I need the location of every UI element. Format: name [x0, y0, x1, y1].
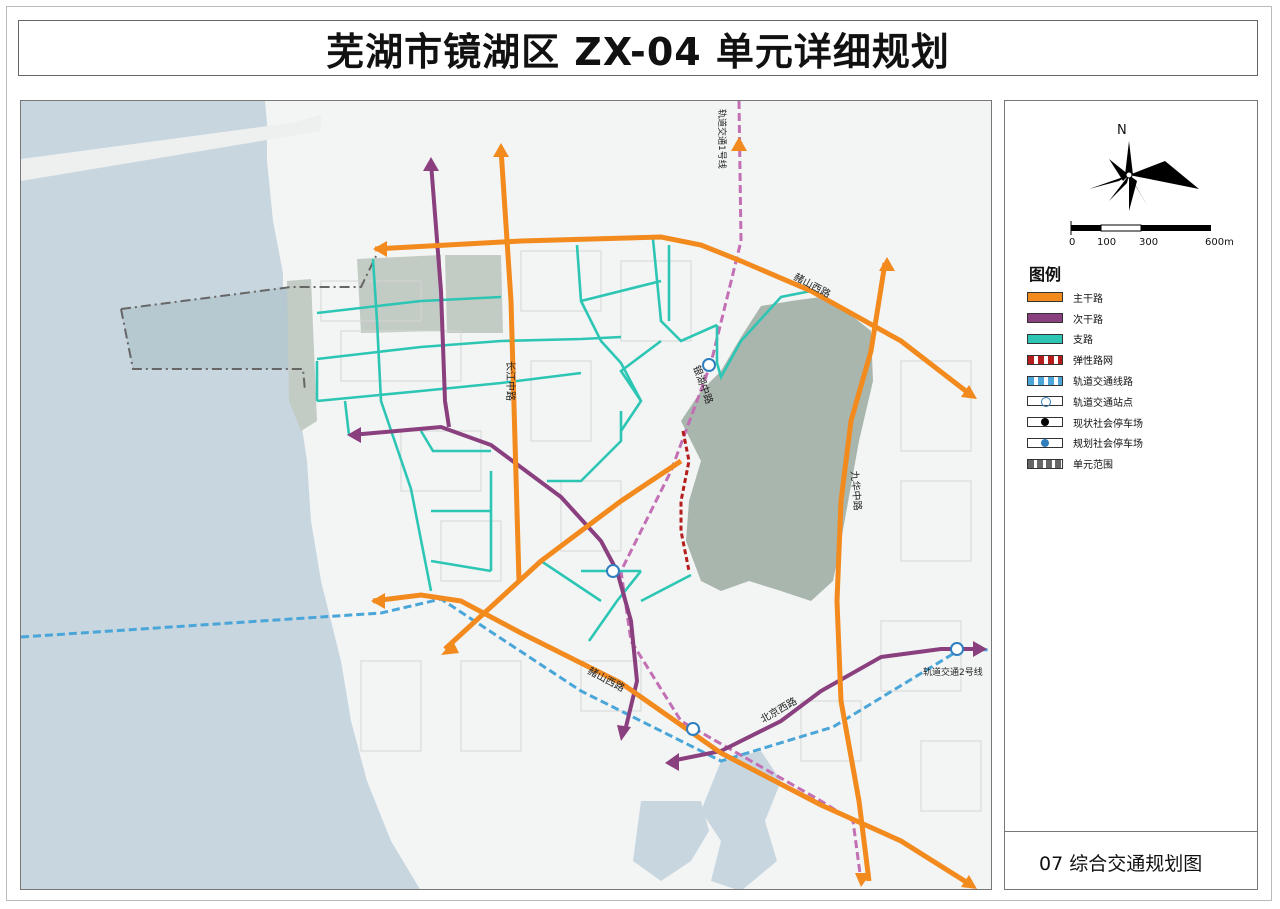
- small-lake-2: [633, 801, 709, 881]
- flexible-road: [679, 430, 691, 572]
- station-icon: [1041, 397, 1051, 408]
- arrow-arterial-n: [493, 143, 509, 157]
- rail-swatch: [1027, 375, 1063, 386]
- station-swatch: [1027, 396, 1063, 408]
- legend-label: 次干路: [1073, 314, 1103, 326]
- parking-planned-swatch: [1027, 437, 1063, 448]
- legend-label: 轨道交通线路: [1073, 377, 1133, 389]
- arrow-arterial-n2: [731, 137, 747, 151]
- sheet-separator: [1005, 831, 1257, 832]
- rail-label-line1: 轨道交通1号线: [716, 109, 728, 169]
- arterial-swatch: [1027, 292, 1063, 303]
- parking-icon: [1041, 438, 1049, 447]
- arterial-roads: [372, 139, 973, 888]
- north-label: N: [1117, 123, 1127, 138]
- legend-label: 规划社会停车场: [1073, 439, 1143, 451]
- scale-labels: 0 100 300 600m: [1065, 237, 1245, 251]
- arrow-arterial-s: [855, 873, 871, 887]
- arrow-arterial-sw: [441, 641, 459, 655]
- legend-item-station: 轨道交通站点: [1027, 391, 1143, 412]
- arrow-arterial-ne: [879, 257, 895, 271]
- sheet-frame: [6, 6, 1272, 901]
- arrow-arterial-w: [373, 241, 387, 257]
- secondary-roads: [350, 162, 981, 763]
- unit-boundary-line: [120, 255, 377, 392]
- legend-list: 主干路 次干路 支路 弹性路网 轨道交通线路 轨道交通站点: [1027, 287, 1143, 474]
- green-strip-3: [445, 255, 503, 333]
- station-icon[interactable]: [686, 722, 700, 736]
- legend-item-secondary: 次干路: [1027, 308, 1143, 329]
- road-label-changjiang: 长江中路: [504, 361, 517, 401]
- rail-stations[interactable]: [606, 358, 964, 736]
- legend-item-arterial: 主干路: [1027, 287, 1143, 308]
- arrow-arterial-se: [961, 875, 977, 889]
- legend-label: 弹性路网: [1073, 356, 1113, 368]
- arrow-secondary-w2: [665, 753, 679, 771]
- branch-swatch: [1027, 333, 1063, 344]
- scale-bar: [1070, 221, 1211, 235]
- arrow-secondary-s: [617, 725, 631, 741]
- legend-item-rail: 轨道交通线路: [1027, 370, 1143, 391]
- small-lake-1: [701, 751, 781, 889]
- legend-label: 现状社会停车场: [1073, 418, 1143, 430]
- legend-item-parking-planned: 规划社会停车场: [1027, 433, 1143, 454]
- sheet-title: 07 综合交通规划图: [1039, 853, 1203, 875]
- rail-label-line2: 轨道交通2号线: [923, 666, 983, 678]
- legend-label: 支路: [1073, 335, 1093, 347]
- page-title: 芜湖市镜湖区 ZX-04 单元详细规划: [326, 29, 950, 74]
- legend-label: 主干路: [1073, 293, 1103, 305]
- green-strip-2: [357, 255, 441, 333]
- legend-title: 图例: [1029, 265, 1062, 284]
- building-blocks: [320, 250, 982, 812]
- title-block: 芜湖市镜湖区 ZX-04 单元详细规划: [18, 20, 1258, 76]
- parking-icon: [1041, 418, 1049, 427]
- road-label-jiuhua: 九华中路: [848, 470, 864, 511]
- boundary-swatch: [1027, 458, 1063, 469]
- legend-item-boundary: 单元范围: [1027, 453, 1143, 474]
- scale-label-300: 300: [1139, 237, 1159, 248]
- scale-label-100: 100: [1097, 237, 1117, 248]
- arrow-secondary-n: [423, 157, 439, 171]
- legend-panel: N 0 100 300 600m 图例 主干路 次干路 支路: [1004, 100, 1258, 890]
- road-arrows: [347, 137, 987, 889]
- legend-item-branch: 支路: [1027, 329, 1143, 350]
- arrow-secondary-w: [347, 427, 361, 443]
- station-icon[interactable]: [702, 358, 716, 372]
- scale-label-0: 0: [1069, 237, 1076, 248]
- legend-item-parking-existing: 现状社会停车场: [1027, 412, 1143, 433]
- station-icon[interactable]: [606, 564, 620, 578]
- scale-label-600: 600m: [1205, 237, 1234, 248]
- green-strip-1: [287, 279, 317, 431]
- map-canvas[interactable]: 赭山西路 长江中路 银湖中路 九华中路 北京西路 赭山西路 轨道交通1号线 轨道…: [21, 101, 992, 890]
- legend-label: 轨道交通站点: [1073, 397, 1133, 409]
- parking-existing-swatch: [1027, 417, 1063, 428]
- legend-item-flexible: 弹性路网: [1027, 349, 1143, 370]
- arrow-arterial-w2: [371, 593, 385, 609]
- arrow-secondary-e: [973, 641, 987, 657]
- unit-boundary-water-area: [121, 287, 301, 369]
- legend-label: 单元范围: [1073, 460, 1113, 472]
- park-green-area: [681, 297, 873, 601]
- compass-icon: [1089, 141, 1199, 211]
- arrow-arterial-e: [961, 385, 977, 399]
- rail-line-2: [21, 597, 991, 763]
- map-panel[interactable]: 赭山西路 长江中路 银湖中路 九华中路 北京西路 赭山西路 轨道交通1号线 轨道…: [20, 100, 992, 890]
- secondary-swatch: [1027, 313, 1063, 324]
- road-label-zheshan-w-lower: 赭山西路: [586, 664, 627, 694]
- river-bank-strip: [21, 115, 321, 181]
- station-icon[interactable]: [950, 642, 964, 656]
- river-water: [21, 101, 420, 889]
- flexible-swatch: [1027, 354, 1063, 365]
